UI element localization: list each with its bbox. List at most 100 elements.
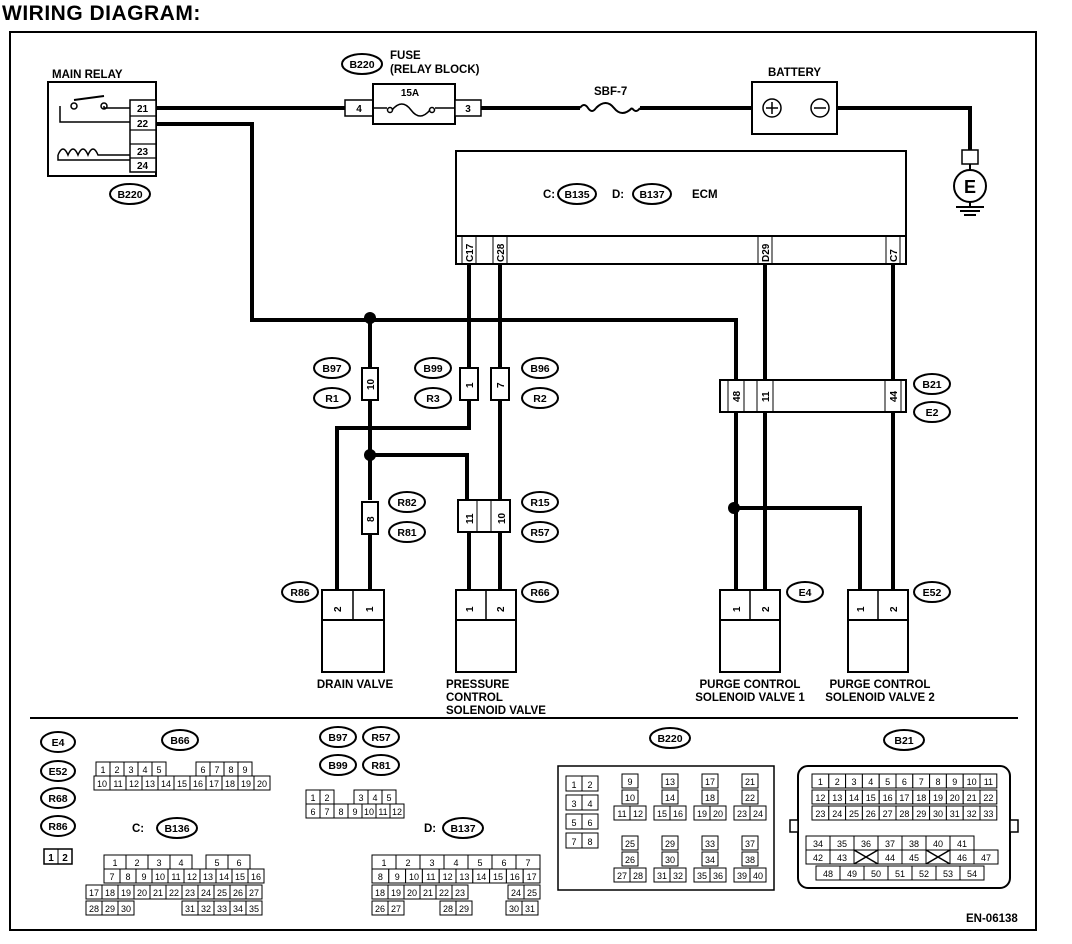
svg-text:C7: C7 bbox=[889, 249, 900, 262]
svg-text:11: 11 bbox=[761, 391, 772, 402]
pin-number: 6 bbox=[902, 777, 907, 787]
svg-text:B66: B66 bbox=[170, 735, 189, 747]
pin-number: 28 bbox=[899, 809, 909, 819]
junction-b99-r3: 1 B99 R3 bbox=[414, 357, 479, 409]
pin-number: 6 bbox=[310, 807, 315, 817]
pin-number: 33 bbox=[705, 839, 715, 849]
pin-number: 1 bbox=[381, 858, 386, 868]
pin-number: 4 bbox=[372, 793, 377, 803]
pin-number: 26 bbox=[233, 888, 243, 898]
svg-text:11: 11 bbox=[465, 513, 476, 524]
pin-number: 14 bbox=[665, 793, 675, 803]
pin-cell bbox=[451, 884, 469, 900]
pin-number: 7 bbox=[571, 837, 576, 847]
pin-number: 4 bbox=[142, 765, 147, 775]
pin-number: 19 bbox=[933, 793, 943, 803]
pin-number: 3 bbox=[851, 777, 856, 787]
pin-number: 35 bbox=[249, 904, 259, 914]
pin-number: 13 bbox=[203, 872, 213, 882]
pin-number: 17 bbox=[527, 872, 537, 882]
svg-text:E4: E4 bbox=[799, 587, 812, 599]
svg-text:1: 1 bbox=[856, 606, 867, 612]
pin-number: 7 bbox=[214, 765, 219, 775]
pin-cell bbox=[523, 884, 541, 900]
pin-number: 20 bbox=[257, 779, 267, 789]
sbf-fuse: SBF-7 bbox=[579, 86, 641, 114]
svg-text:R86: R86 bbox=[48, 821, 67, 833]
pin-number: 3 bbox=[429, 858, 434, 868]
pin-number: 30 bbox=[121, 904, 131, 914]
pin-number: 6 bbox=[501, 858, 506, 868]
pin-number: 1 bbox=[818, 777, 823, 787]
pin-number: 34 bbox=[813, 839, 823, 849]
pin-cell bbox=[959, 865, 985, 881]
pin-cell bbox=[661, 773, 679, 789]
pin-number: 12 bbox=[815, 793, 825, 803]
pin-number: 7 bbox=[525, 858, 530, 868]
pin-cell bbox=[741, 835, 759, 851]
svg-text:B97: B97 bbox=[322, 363, 341, 375]
pin-number: 13 bbox=[145, 779, 155, 789]
svg-text:R3: R3 bbox=[426, 393, 440, 405]
pin-number: 19 bbox=[391, 888, 401, 898]
pin-number: 10 bbox=[967, 777, 977, 787]
svg-text:B135: B135 bbox=[564, 189, 589, 201]
pin-cell bbox=[749, 867, 767, 883]
pin-cell bbox=[979, 773, 998, 789]
pin-number: 32 bbox=[967, 809, 977, 819]
pin-number: 8 bbox=[587, 837, 592, 847]
pin-cell bbox=[741, 789, 759, 805]
pin-number: 2 bbox=[324, 793, 329, 803]
svg-text:10: 10 bbox=[366, 378, 377, 390]
pin-number: 39 bbox=[737, 871, 747, 881]
unused-pin-mark bbox=[925, 849, 951, 865]
pin-number: 1 bbox=[310, 793, 315, 803]
svg-text:SOLENOID VALVE 2: SOLENOID VALVE 2 bbox=[825, 692, 934, 704]
svg-text:B97: B97 bbox=[328, 732, 347, 744]
pin-number: 13 bbox=[665, 777, 675, 787]
pin-number: 23 bbox=[737, 809, 747, 819]
pin-cell bbox=[709, 867, 727, 883]
pin-number: 52 bbox=[919, 869, 929, 879]
svg-text:E: E bbox=[964, 177, 976, 197]
pin-number: 9 bbox=[627, 777, 632, 787]
pin-number: 27 bbox=[883, 809, 893, 819]
svg-text:4: 4 bbox=[356, 104, 362, 115]
pin-number: 5 bbox=[214, 858, 219, 868]
pin-number: 16 bbox=[883, 793, 893, 803]
pin-number: 31 bbox=[525, 904, 535, 914]
pin-number: 15 bbox=[177, 779, 187, 789]
pin-number: 11 bbox=[171, 872, 180, 882]
svg-text:B220: B220 bbox=[117, 189, 142, 201]
pin-number: 17 bbox=[89, 888, 99, 898]
svg-text:R1: R1 bbox=[325, 393, 339, 405]
fuse-relay-block: B220 FUSE (RELAY BLOCK) 4 15A 3 bbox=[341, 50, 482, 125]
svg-text:R81: R81 bbox=[371, 760, 390, 772]
svg-text:2: 2 bbox=[889, 606, 900, 612]
pin-number: 11 bbox=[378, 807, 387, 817]
pin-number: 31 bbox=[950, 809, 960, 819]
pin-number: 6 bbox=[587, 818, 592, 828]
pin-number: 9 bbox=[952, 777, 957, 787]
pin-number: 3 bbox=[571, 799, 576, 809]
pin-number: 9 bbox=[242, 765, 247, 775]
pin-number: 36 bbox=[713, 871, 723, 881]
junction-b21-e2: 48 11 44 B21 E2 bbox=[719, 373, 951, 423]
pin-cell bbox=[661, 789, 679, 805]
pin-number: 6 bbox=[236, 858, 241, 868]
pin-number: 40 bbox=[933, 839, 943, 849]
svg-text:FUSE: FUSE bbox=[390, 50, 421, 62]
pin-number: 13 bbox=[459, 872, 469, 882]
pin-cell bbox=[621, 773, 639, 789]
pin-number: 34 bbox=[705, 855, 715, 865]
pin-cell bbox=[669, 805, 687, 821]
pin-number: 9 bbox=[395, 872, 400, 882]
pin-number: 44 bbox=[885, 853, 895, 863]
drain-valve: R86 2 1 DRAIN VALVE bbox=[281, 581, 393, 691]
pin-cell bbox=[455, 900, 473, 916]
pin-cell bbox=[117, 900, 135, 916]
svg-text:E52: E52 bbox=[49, 766, 68, 778]
pin-number: 30 bbox=[933, 809, 943, 819]
pin-cell bbox=[973, 849, 999, 865]
